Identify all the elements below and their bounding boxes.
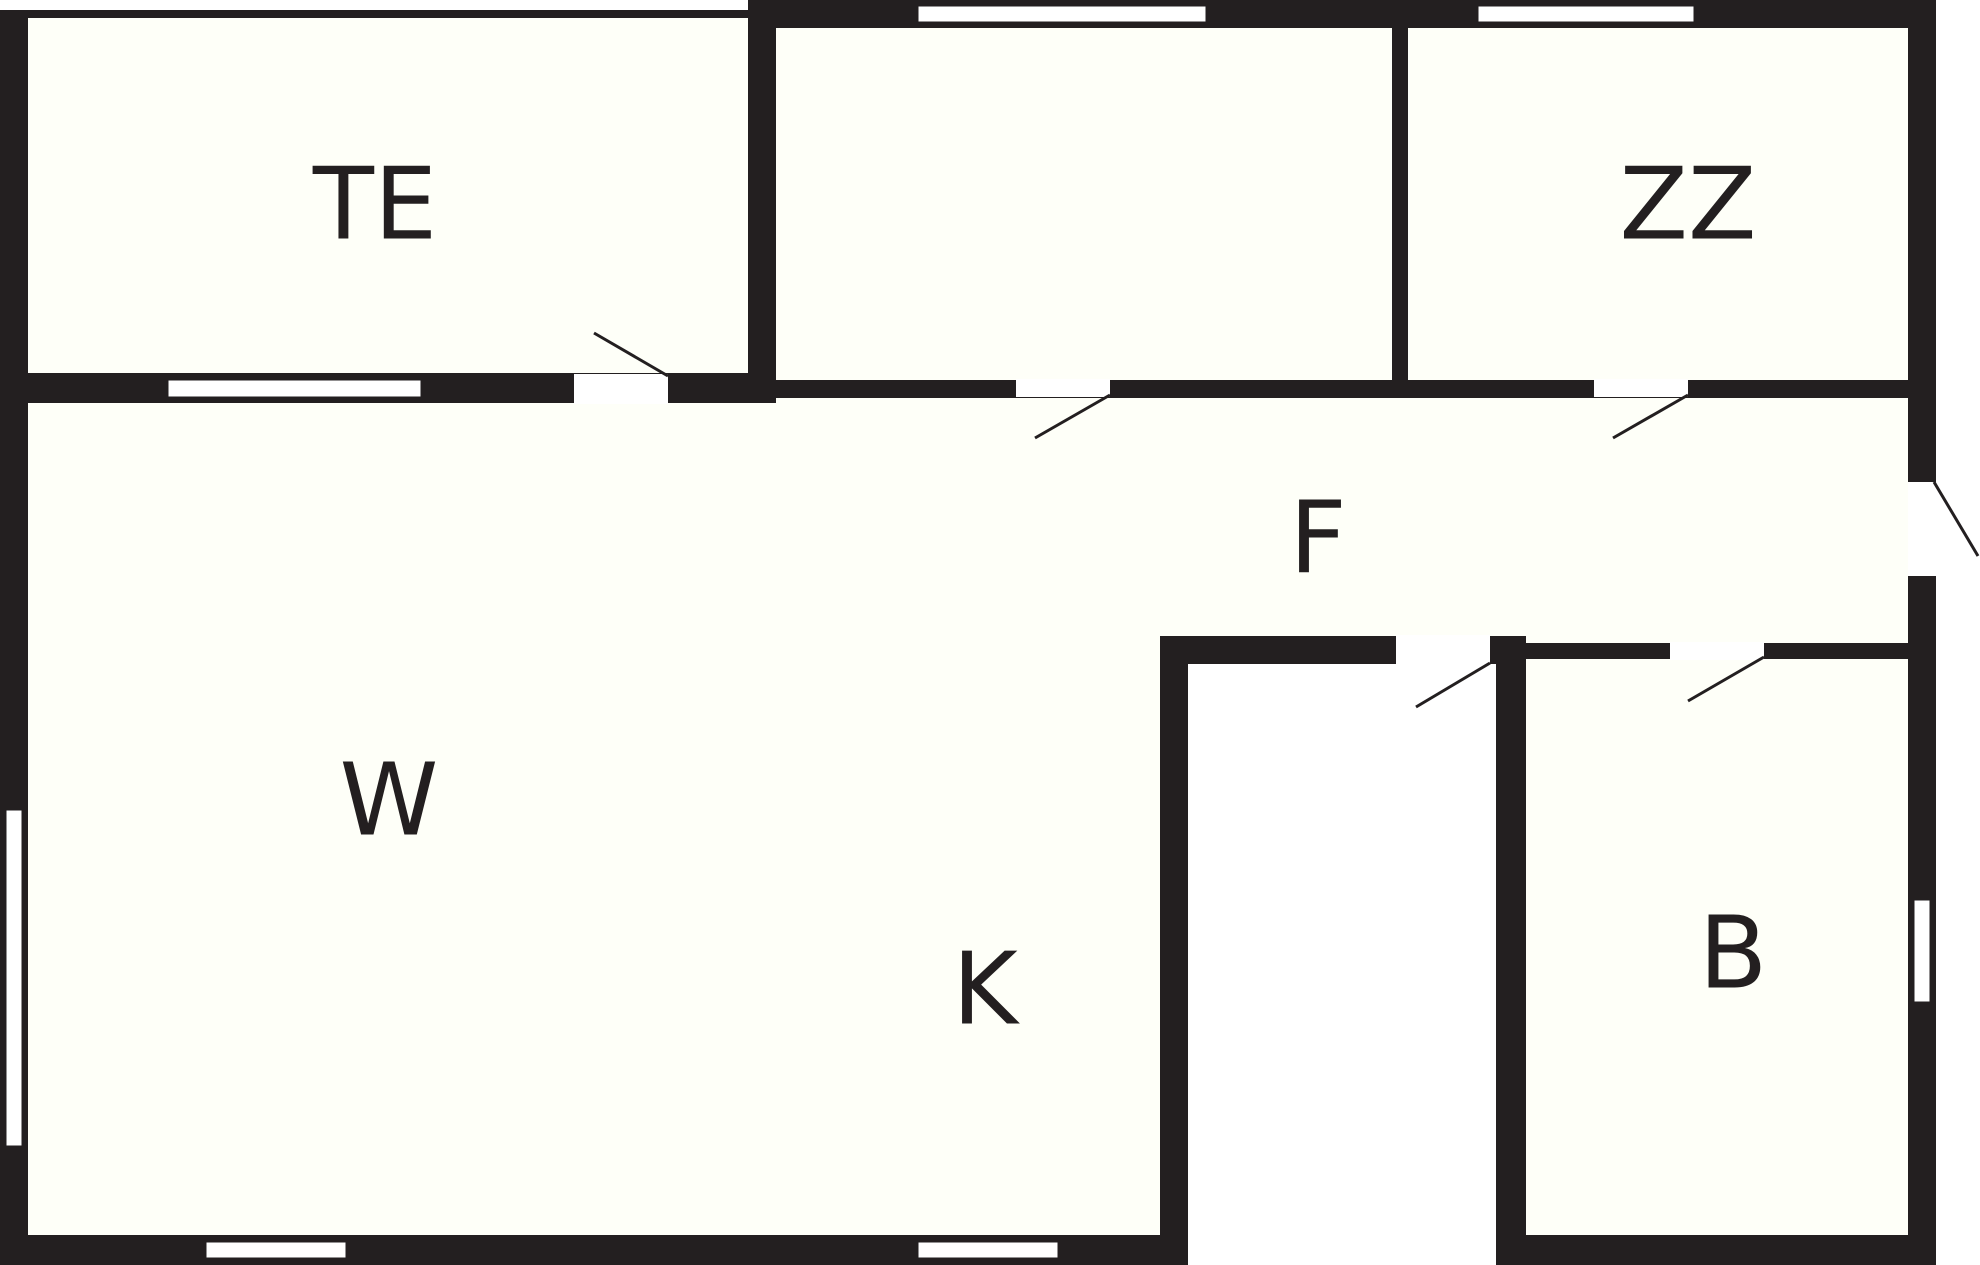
- windows: [5, 5, 1931, 1259]
- room-label-b: B: [1699, 895, 1768, 1012]
- door-opening-middle: [1016, 379, 1110, 397]
- room-floors: [14, 14, 1922, 1265]
- window-te-bottom: [167, 379, 422, 398]
- door-swing-b: [1687, 655, 1765, 703]
- door-swings: [593, 331, 1980, 709]
- door-swing-te: [593, 331, 669, 378]
- wall-right: [1908, 0, 1936, 1265]
- wall-te-right: [748, 0, 776, 400]
- door-opening-entrance: [1908, 482, 1938, 576]
- room-floor-te: [14, 14, 758, 390]
- room-label-zz: ZZ: [1619, 146, 1756, 263]
- door-opening-corridor: [1396, 635, 1490, 665]
- door-opening-te: [574, 374, 668, 404]
- door-opening-zz: [1594, 379, 1688, 397]
- wall-b-left: [1496, 636, 1526, 1265]
- room-label-f: F: [1289, 480, 1347, 597]
- door-swing-zz: [1612, 393, 1689, 440]
- room-floor-w-k: [14, 390, 1175, 1250]
- door-swing-corridor: [1415, 661, 1491, 709]
- room-label-te: TE: [312, 146, 437, 263]
- room-floor-zz: [1400, 14, 1922, 390]
- window-b-right: [1913, 899, 1931, 1003]
- door-openings: [574, 374, 1938, 665]
- wall-middle-divider: [1392, 14, 1408, 388]
- window-bottom-left: [205, 1241, 347, 1259]
- room-floor-f: [1175, 390, 1922, 645]
- room-labels: TE ZZ W K F B: [312, 146, 1767, 1048]
- window-left: [5, 809, 23, 1147]
- door-swing-entrance: [1932, 481, 1980, 557]
- door-opening-b: [1670, 642, 1764, 660]
- room-floor-b: [1520, 645, 1922, 1250]
- room-label-w: W: [340, 742, 439, 859]
- room-floor-unlabeled-corridor: [1175, 660, 1520, 1265]
- wall-bedrooms-bottom: [776, 380, 1908, 398]
- window-top-middle: [917, 5, 1207, 23]
- room-label-k: K: [952, 931, 1020, 1048]
- window-top-right: [1477, 5, 1695, 23]
- wall-top-thin: [0, 10, 760, 18]
- wall-k-right: [1160, 636, 1188, 1265]
- window-bottom-middle: [917, 1241, 1059, 1259]
- room-floor-middle: [758, 14, 1400, 390]
- door-swing-middle: [1034, 393, 1111, 440]
- wall-bottom-right: [1496, 1235, 1936, 1265]
